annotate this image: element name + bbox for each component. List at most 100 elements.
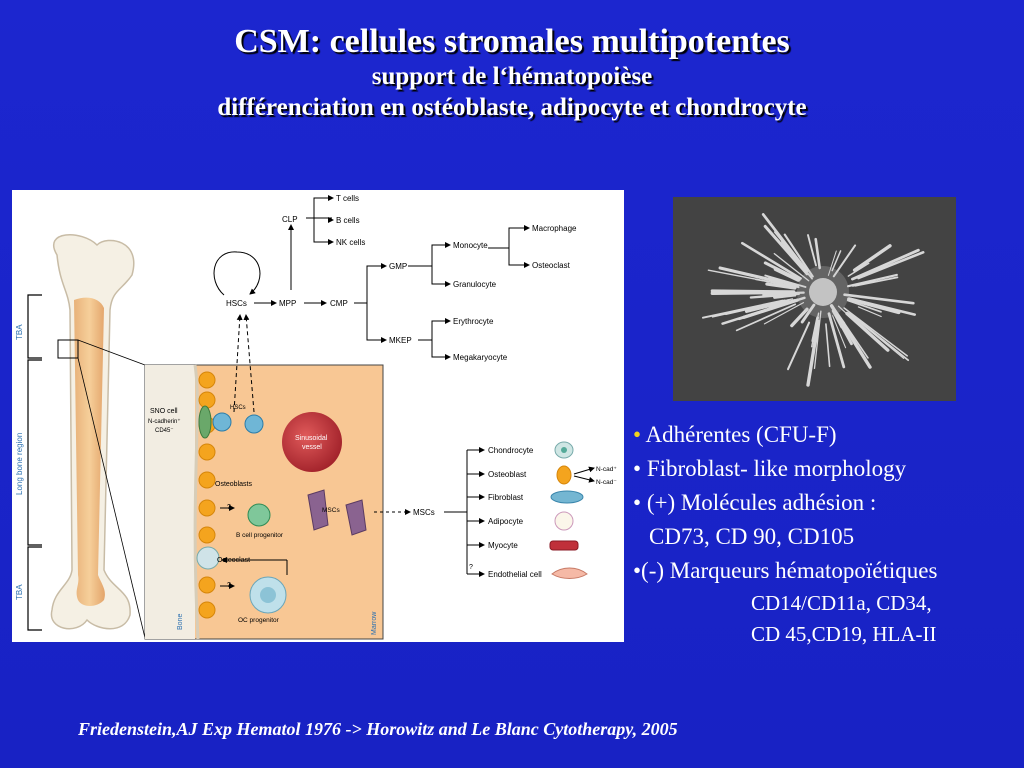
microscopy-svg	[673, 197, 956, 401]
bullet-adherent-text: Adhérentes (CFU-F)	[645, 422, 837, 447]
erythrocyte-label: Erythrocyte	[453, 317, 494, 326]
bullet-fibroblast: • Fibroblast- like morphology	[633, 456, 907, 481]
cell-streak	[827, 250, 837, 276]
cell-streak	[783, 233, 814, 278]
fibroblast-label: Fibroblast	[488, 493, 524, 502]
cell-streak	[721, 296, 806, 325]
monocyte-label: Monocyte	[453, 241, 488, 250]
cd45-label: CD45⁻	[155, 428, 174, 434]
hsc-tree-lines	[213, 195, 530, 515]
cell-streak	[852, 244, 892, 272]
cell-streak	[848, 312, 910, 362]
macrophage-label: Macrophage	[532, 224, 577, 233]
long-bone-region-label: Long bone region	[15, 433, 24, 495]
title-line-3: différenciation en ostéoblaste, adipocyt…	[217, 94, 807, 121]
tree-osteoclast-label: Osteoclast	[532, 261, 571, 270]
title-line-2: support de l‘hématopoièse	[371, 63, 653, 90]
cell-streak	[763, 224, 809, 276]
hematopoiesis-diagram: TBA Long bone region TBA SNO cell N-cadh…	[12, 190, 624, 642]
chondrocyte-label: Chondrocyte	[488, 446, 534, 455]
b-progenitor-label: B cell progenitor	[236, 532, 284, 539]
cell-streak	[854, 276, 899, 287]
cell-streak	[790, 307, 809, 328]
cell-streak	[847, 312, 905, 359]
slide-title: CSM: cellules stromales multipotentes su…	[0, 22, 1024, 124]
cell-streak	[773, 252, 810, 282]
property-list: • Adhérentes (CFU-F) • Fibroblast- like …	[633, 418, 937, 650]
cell-streak	[831, 250, 842, 272]
cell-streak	[835, 315, 853, 346]
niche-panel	[144, 364, 384, 640]
citation-footer: Friedenstein,AJ Exp Hematol 1976 -> Horo…	[78, 719, 678, 739]
cell-streak	[847, 262, 870, 277]
cell-streak	[831, 304, 846, 324]
cell-streak	[765, 282, 797, 290]
msc-tree-root-label: MSCs	[413, 508, 435, 517]
cell-streak	[741, 241, 802, 280]
cell-streak	[744, 299, 790, 313]
hemato-markers-line-2: CD 45,CD19, HLA-II	[751, 622, 937, 646]
diagram-svg: TBA Long bone region TBA SNO cell N-cadh…	[15, 194, 617, 640]
tba-label-bottom: TBA	[15, 584, 24, 600]
cell-streak	[773, 231, 812, 279]
sno-cell-label: SNO cell	[150, 408, 178, 415]
cell-streak	[754, 278, 800, 289]
cell-streak	[806, 319, 821, 387]
t-cells-label: T cells	[336, 194, 359, 203]
bullet-hemato-markers: •(-) Marqueurs hématopoïétiques	[633, 558, 938, 583]
cmp-label: CMP	[330, 299, 348, 308]
bullet-adherent: • Adhérentes (CFU-F)	[633, 418, 937, 452]
nk-cells-label: NK cells	[336, 238, 365, 247]
bullet-dot: •	[633, 422, 642, 447]
cell-streak	[710, 289, 796, 294]
cell-streak	[761, 213, 809, 273]
bullet-adhesion-markers: CD73, CD 90, CD105	[649, 524, 855, 549]
cell-streak	[827, 312, 846, 369]
msc-tree-lines	[444, 447, 595, 577]
bullet-adhesion-text: (+) Molécules adhésion :	[646, 490, 877, 515]
cell-streak	[800, 303, 816, 324]
msc-microscopy-image	[673, 197, 956, 401]
cell-streak	[857, 250, 925, 280]
msc-q-mark: ?	[469, 564, 473, 571]
cell-streak	[815, 324, 820, 343]
cell-streak	[813, 310, 822, 370]
marrow-label: Marrow	[371, 611, 378, 635]
cell-streak	[773, 267, 800, 282]
cell-streak	[832, 315, 847, 349]
bullet-adhesion: • (+) Molécules adhésion :	[633, 490, 877, 515]
mpp-label: MPP	[279, 299, 296, 308]
osteoblasts-label: Osteoblasts	[215, 481, 252, 488]
tree-hscs-label: HSCs	[226, 299, 247, 308]
cell-streak	[845, 311, 890, 352]
sinusoidal-label: Sinusoidal	[295, 435, 328, 442]
cell-streak	[764, 274, 807, 288]
bone-region-brackets	[27, 294, 42, 631]
bullet-fibroblast-text: Fibroblast- like morphology	[646, 456, 907, 481]
gmp-label: GMP	[389, 262, 407, 271]
cell-streak	[763, 302, 805, 325]
granulocyte-label: Granulocyte	[453, 280, 497, 289]
niche-hscs-label: HSCs	[230, 405, 246, 411]
cell-streak	[814, 237, 821, 270]
cell-streak	[857, 306, 882, 318]
megakaryocyte-label: Megakaryocyte	[453, 353, 508, 362]
msc-cell-icons	[549, 441, 588, 579]
cell-streak	[842, 321, 869, 359]
cell-streak	[843, 293, 915, 305]
cell-streak	[850, 248, 920, 281]
cell-streak	[735, 303, 797, 332]
cell-streak	[847, 297, 901, 315]
adipocyte-label: Adipocyte	[488, 517, 524, 526]
mkep-label: MKEP	[389, 336, 412, 345]
hemato-markers-line-1: CD14/CD11a, CD34,	[751, 591, 932, 615]
cell-streak	[749, 292, 800, 299]
tba-label-top: TBA	[15, 324, 24, 340]
zoom-box	[57, 339, 79, 359]
cell-streak	[811, 316, 820, 343]
cell-streak	[711, 298, 794, 318]
cell-streak	[718, 266, 784, 284]
ncad-minus-label: N-cad⁻	[596, 479, 617, 486]
bone-label: Bone	[177, 614, 184, 630]
vessel-label: vessel	[302, 444, 322, 451]
